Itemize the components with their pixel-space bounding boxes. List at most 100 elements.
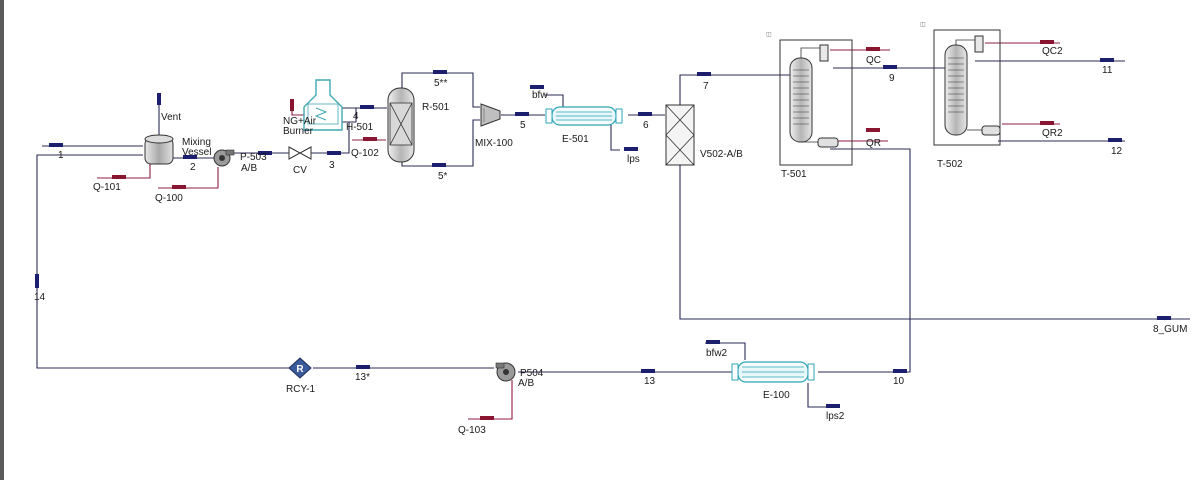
diagram-labels: Vent Mixing Vessel 1 Q-101 Q-100 2 P-503… — [34, 46, 1187, 436]
marker-stream-1 — [49, 143, 63, 147]
bfw-line[interactable] — [545, 94, 564, 107]
label-lps: lps — [627, 154, 640, 165]
marker-gum — [1157, 316, 1171, 320]
label-ngair: NG+Air — [283, 116, 317, 127]
marker-vent — [157, 93, 161, 105]
label-stream-4: 4 — [353, 111, 359, 122]
label-stream-5: 5 — [520, 120, 526, 131]
marker-ngair — [290, 99, 294, 111]
mixing-vessel[interactable] — [144, 134, 174, 165]
marker-lps2 — [826, 404, 840, 408]
recycle-rcy1[interactable]: R — [288, 357, 312, 379]
heat-exchanger-e100[interactable] — [731, 361, 815, 383]
pump-p503[interactable] — [213, 149, 235, 167]
label-8-gum: 8_GUM — [1153, 324, 1187, 335]
marker-stream-5 — [515, 112, 529, 116]
column-t502[interactable]: ◫ — [920, 22, 1001, 146]
marker-qc — [866, 47, 880, 51]
label-lps2: lps2 — [826, 411, 845, 422]
label-stream-14: 14 — [34, 292, 46, 303]
stream-rcy-out-line[interactable] — [36, 366, 289, 369]
label-t501: T-501 — [781, 169, 807, 180]
marker-lps — [624, 147, 638, 151]
stream-5ss-line[interactable] — [401, 72, 480, 108]
label-bfw: bfw — [532, 90, 548, 101]
label-qr: QR — [866, 138, 881, 149]
label-stream-12: 12 — [1111, 146, 1123, 157]
window-left-edge — [0, 0, 4, 480]
label-mix100: MIX-100 — [475, 138, 513, 149]
label-q102: Q-102 — [351, 148, 379, 159]
pump-p504[interactable] — [495, 362, 516, 382]
marker-bfw2 — [706, 340, 720, 344]
label-stream-13: 13 — [644, 376, 656, 387]
lps-line[interactable] — [610, 125, 620, 151]
label-p504: P504 — [520, 368, 544, 379]
marker-stream-12 — [1108, 138, 1122, 142]
marker-p503 — [258, 151, 272, 155]
label-stream-9: 9 — [889, 73, 895, 84]
lps2-line[interactable] — [807, 383, 830, 408]
marker-q102 — [363, 137, 377, 141]
marker-stream-7 — [697, 72, 711, 76]
energy-streams — [97, 42, 1060, 420]
mixer-mix100[interactable] — [480, 103, 501, 127]
label-p503: P-503 — [240, 152, 267, 163]
marker-stream-14 — [35, 274, 39, 288]
marker-stream-2 — [183, 155, 197, 159]
label-stream-5s: 5* — [438, 171, 448, 182]
vessel-v502[interactable] — [665, 104, 695, 166]
marker-qr2 — [1040, 121, 1054, 125]
marker-stream-5s — [432, 163, 446, 167]
label-v502: V502-A/B — [700, 149, 743, 160]
marker-stream-13s — [356, 365, 370, 369]
q100-line[interactable] — [158, 167, 219, 189]
marker-stream-9 — [883, 65, 897, 69]
stream-10-line[interactable] — [818, 148, 911, 373]
label-e501: E-501 — [562, 134, 589, 145]
rcy1-mark: R — [296, 364, 304, 375]
label-stream-1: 1 — [58, 150, 64, 161]
label-vessel: Vessel — [182, 147, 211, 158]
label-mixing: Mixing — [182, 137, 211, 148]
q103-line[interactable] — [468, 380, 513, 420]
label-burner: Burner — [283, 126, 314, 137]
stream-h501-link[interactable] — [349, 108, 357, 123]
marker-stream-11 — [1100, 58, 1114, 62]
marker-stream-5ss — [433, 70, 447, 74]
burner-heater-h501[interactable] — [303, 79, 343, 131]
label-e100: E-100 — [763, 390, 790, 401]
label-qr2: QR2 — [1042, 128, 1063, 139]
label-qc: QC — [866, 55, 881, 66]
marker-stream-13 — [641, 369, 655, 373]
label-stream-7: 7 — [703, 81, 709, 92]
marker-stream-6 — [638, 112, 652, 116]
label-stream-13s: 13* — [355, 372, 370, 383]
label-stream-5ss: 5** — [434, 78, 447, 89]
heat-exchanger-e501[interactable] — [545, 106, 623, 126]
marker-qc2 — [1040, 40, 1054, 44]
marker-stream-3 — [327, 151, 341, 155]
stream-7-line[interactable] — [679, 74, 790, 105]
control-valve-cv[interactable] — [288, 146, 312, 160]
marker-q103 — [480, 416, 494, 420]
marker-stream-10 — [893, 369, 907, 373]
column-t501[interactable]: ◫ — [766, 32, 853, 166]
marker-q100 — [172, 185, 186, 189]
label-q103: Q-103 — [458, 425, 486, 436]
label-t502: T-502 — [937, 159, 963, 170]
reactor-r501[interactable] — [387, 87, 415, 163]
stream-14-line[interactable] — [36, 154, 143, 366]
label-rcy1: RCY-1 — [286, 384, 316, 395]
label-stream-3: 3 — [329, 160, 335, 171]
stream-5s-line[interactable] — [401, 119, 480, 167]
marker-bfw — [530, 85, 544, 89]
label-r501: R-501 — [422, 102, 450, 113]
label-stream-2: 2 — [190, 162, 196, 173]
marker-qr — [866, 128, 880, 132]
label-cv: CV — [293, 165, 307, 176]
stream-8-gum-line[interactable] — [679, 165, 1190, 320]
label-stream-11: 11 — [1102, 65, 1113, 76]
label-stream-10: 10 — [893, 376, 905, 387]
